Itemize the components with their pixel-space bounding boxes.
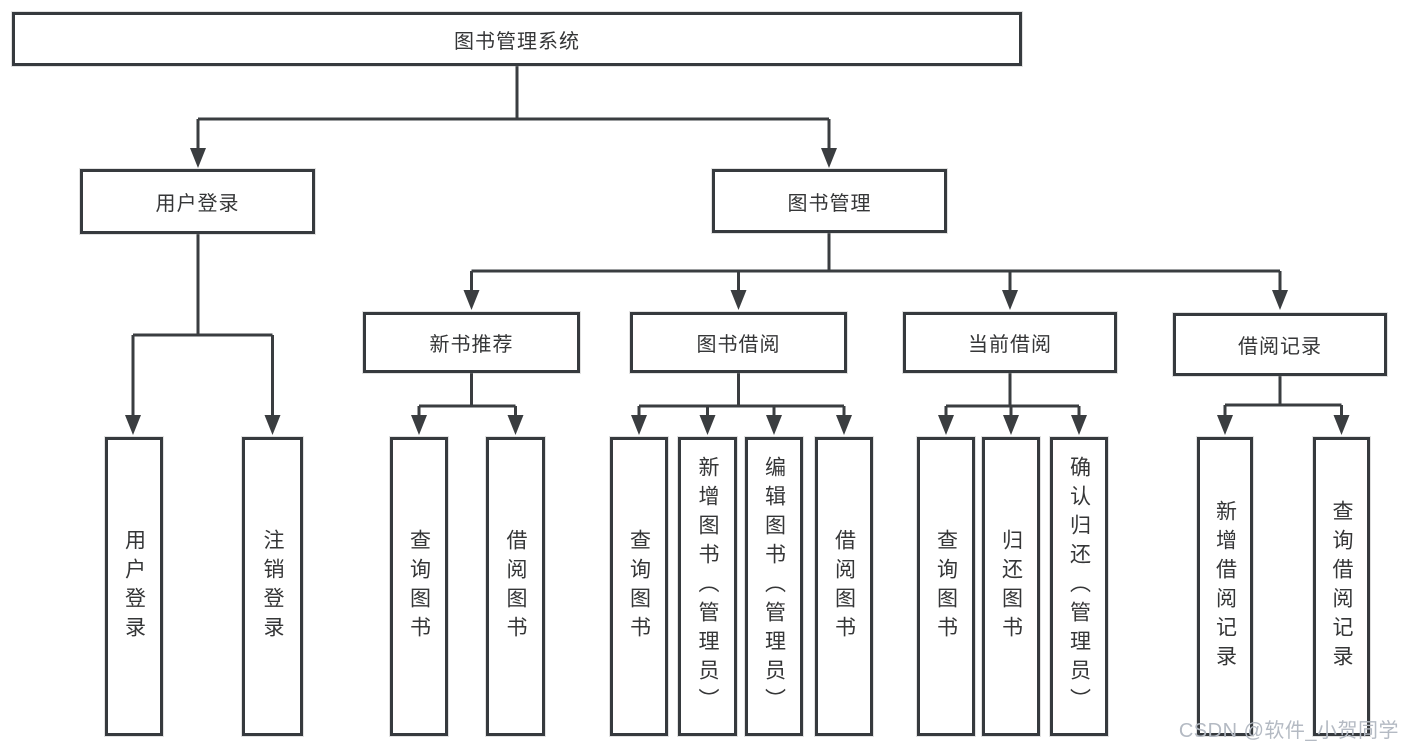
leaf-confirm-return-admin: 确认归还（管理员） bbox=[1050, 437, 1108, 736]
leaf-borrow-books: 借阅图书 bbox=[815, 437, 873, 736]
node-user-login: 用户登录 bbox=[80, 169, 315, 234]
leaf-add-books-admin-label: 新增图书（管理员） bbox=[696, 456, 719, 717]
leaf-query-books-current: 查询图书 bbox=[917, 437, 975, 736]
leaf-query-books-borrow: 查询图书 bbox=[610, 437, 668, 736]
node-new-book-recommend-label: 新书推荐 bbox=[429, 334, 514, 356]
node-book-management: 图书管理 bbox=[712, 169, 947, 233]
leaf-confirm-return-admin-label: 确认归还（管理员） bbox=[1067, 456, 1091, 717]
leaf-query-books-borrow-label: 查询图书 bbox=[627, 528, 651, 645]
node-borrow-records: 借阅记录 bbox=[1173, 313, 1387, 376]
leaf-user-login: 用户登录 bbox=[105, 437, 163, 736]
node-current-borrow: 当前借阅 bbox=[903, 312, 1117, 373]
node-book-management-label: 图书管理 bbox=[787, 192, 872, 215]
node-book-borrow-label: 图书借阅 bbox=[696, 334, 781, 356]
node-borrow-records-label: 借阅记录 bbox=[1238, 336, 1322, 358]
leaf-return-books: 归还图书 bbox=[982, 437, 1040, 736]
leaf-add-borrow-record: 新增借阅记录 bbox=[1197, 437, 1253, 736]
node-book-borrow: 图书借阅 bbox=[630, 312, 847, 373]
leaf-borrow-books-recommend-label: 借阅图书 bbox=[504, 528, 527, 645]
leaf-add-books-admin: 新增图书（管理员） bbox=[678, 437, 737, 736]
leaf-add-borrow-record-label: 新增借阅记录 bbox=[1213, 499, 1237, 674]
leaf-query-borrow-record: 查询借阅记录 bbox=[1313, 437, 1370, 736]
node-root: 图书管理系统 bbox=[12, 12, 1022, 66]
leaf-edit-books-admin: 编辑图书（管理员） bbox=[745, 437, 803, 736]
leaf-return-books-label: 归还图书 bbox=[999, 528, 1023, 645]
leaf-query-books-recommend-label: 查询图书 bbox=[407, 528, 431, 645]
leaf-query-books-recommend: 查询图书 bbox=[390, 437, 448, 736]
node-new-book-recommend: 新书推荐 bbox=[363, 312, 580, 373]
leaf-borrow-books-label: 借阅图书 bbox=[832, 528, 856, 645]
leaf-borrow-books-recommend: 借阅图书 bbox=[486, 437, 545, 736]
leaf-logout: 注销登录 bbox=[242, 437, 303, 736]
node-user-login-label: 用户登录 bbox=[155, 193, 240, 215]
arrow-heads bbox=[125, 148, 1350, 435]
leaf-query-borrow-record-label: 查询借阅记录 bbox=[1330, 499, 1353, 674]
leaf-user-login-label: 用户登录 bbox=[122, 528, 146, 645]
watermark-text: CSDN @软件_小贺同学 bbox=[1178, 720, 1399, 742]
node-current-borrow-label: 当前借阅 bbox=[968, 334, 1052, 356]
leaf-logout-label: 注销登录 bbox=[261, 528, 284, 645]
leaf-query-books-current-label: 查询图书 bbox=[934, 528, 958, 645]
node-root-label: 图书管理系统 bbox=[454, 30, 580, 53]
connector-lines bbox=[131, 66, 1343, 418]
leaf-edit-books-admin-label: 编辑图书（管理员） bbox=[762, 456, 786, 717]
